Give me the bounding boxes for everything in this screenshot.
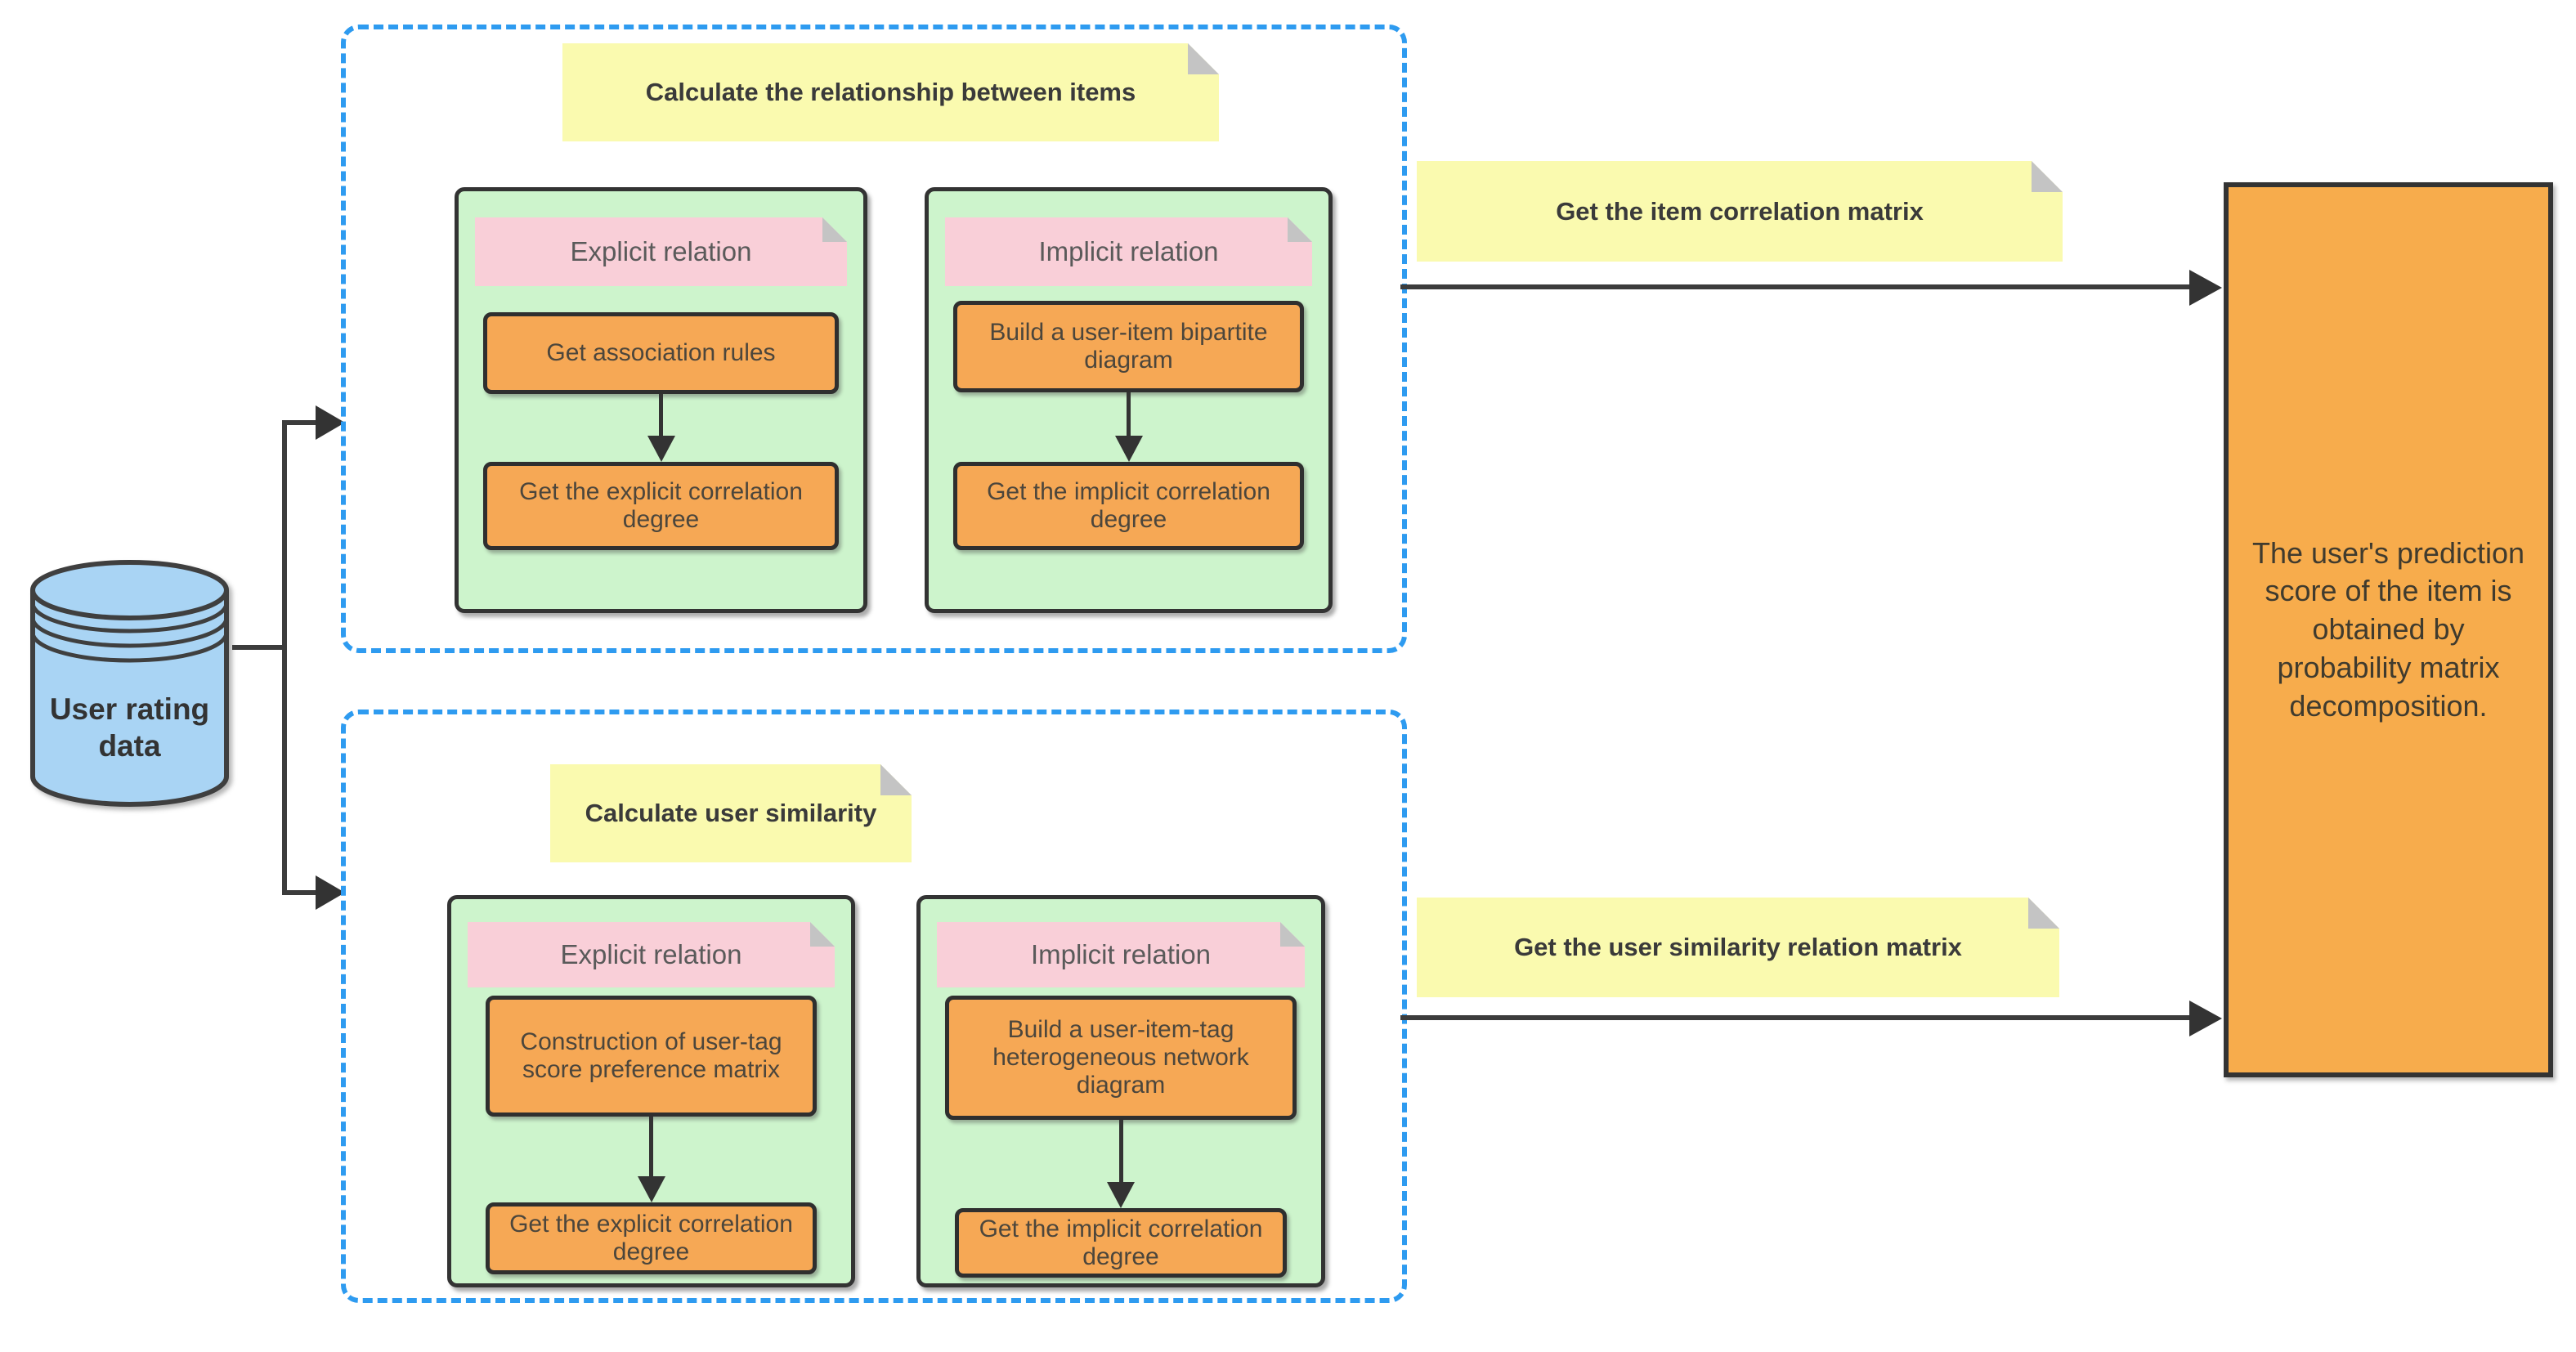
item-implicit-step-2: Get the implicit correlation degree: [953, 462, 1304, 550]
item-explicit-panel: Explicit relation Get association rules …: [455, 187, 867, 613]
item-implicit-panel: Implicit relation Build a user-item bipa…: [925, 187, 1333, 613]
database-label: User rating data: [49, 692, 210, 763]
user-output-note: Get the user similarity relation matrix: [1417, 898, 2059, 997]
user-explicit-label-note: Explicit relation: [468, 922, 835, 987]
user-implicit-step-2: Get the implicit correlation degree: [955, 1208, 1287, 1278]
item-relationship-group: [341, 25, 1407, 653]
database-cylinder-shape: [30, 560, 229, 807]
item-result-arrow-line: [1400, 284, 2192, 289]
user-result-arrowhead-icon: [2189, 1001, 2222, 1036]
item-output-label: Get the item correlation matrix: [1556, 196, 1924, 226]
user-implicit-label: Implicit relation: [1030, 939, 1212, 969]
item-implicit-label: Implicit relation: [1038, 236, 1219, 266]
user-result-arrow-line: [1400, 1015, 2192, 1020]
result-text: The user's prediction score of the item …: [2251, 535, 2525, 723]
item-group-title-note: Calculate the relationship between items: [562, 43, 1219, 141]
result-box: The user's prediction score of the item …: [2224, 182, 2553, 1077]
user-similarity-group: [341, 710, 1407, 1303]
folded-corner-icon: [2032, 161, 2063, 192]
user-group-title: Calculate user similarity: [585, 799, 877, 827]
branch-top-arrowhead-icon: [316, 405, 345, 440]
folded-corner-icon: [1288, 217, 1312, 242]
branch-bottom-arrowhead-icon: [316, 875, 345, 910]
user-implicit-label-note: Implicit relation: [937, 922, 1305, 987]
item-result-arrowhead-icon: [2189, 270, 2222, 306]
db-connector-line: [232, 645, 284, 650]
item-group-title: Calculate the relationship between items: [645, 78, 1136, 106]
folded-corner-icon: [1280, 922, 1305, 947]
item-implicit-step-1: Build a user-item bipartite diagram: [953, 301, 1304, 392]
folded-corner-icon: [810, 922, 835, 947]
user-implicit-panel: Implicit relation Build a user-item-tag …: [916, 895, 1325, 1287]
item-explicit-step-1: Get association rules: [483, 312, 839, 394]
item-implicit-label-note: Implicit relation: [945, 217, 1312, 286]
user-output-label: Get the user similarity relation matrix: [1514, 933, 1962, 961]
branch-bottom-arrow-line: [284, 890, 319, 895]
user-explicit-step-2: Get the explicit correlation degree: [486, 1202, 817, 1274]
user-group-title-note: Calculate user similarity: [550, 764, 912, 862]
item-explicit-step-2: Get the explicit correlation degree: [483, 462, 839, 550]
folded-corner-icon: [1188, 43, 1219, 74]
database-cylinder-icon: [29, 557, 231, 809]
user-implicit-step-1: Build a user-item-tag heterogeneous netw…: [945, 996, 1297, 1120]
item-explicit-label-note: Explicit relation: [475, 217, 847, 286]
folded-corner-icon: [880, 764, 912, 795]
folded-corner-icon: [2028, 898, 2059, 929]
branch-top-arrow-line: [284, 420, 319, 425]
user-explicit-step-1: Construction of user-tag score preferenc…: [486, 996, 817, 1117]
user-explicit-panel: Explicit relation Construction of user-t…: [447, 895, 855, 1287]
item-explicit-label: Explicit relation: [570, 236, 752, 266]
user-explicit-label: Explicit relation: [560, 939, 742, 969]
item-output-note: Get the item correlation matrix: [1417, 161, 2063, 262]
branch-vertical-line: [282, 420, 287, 895]
folded-corner-icon: [822, 217, 847, 242]
